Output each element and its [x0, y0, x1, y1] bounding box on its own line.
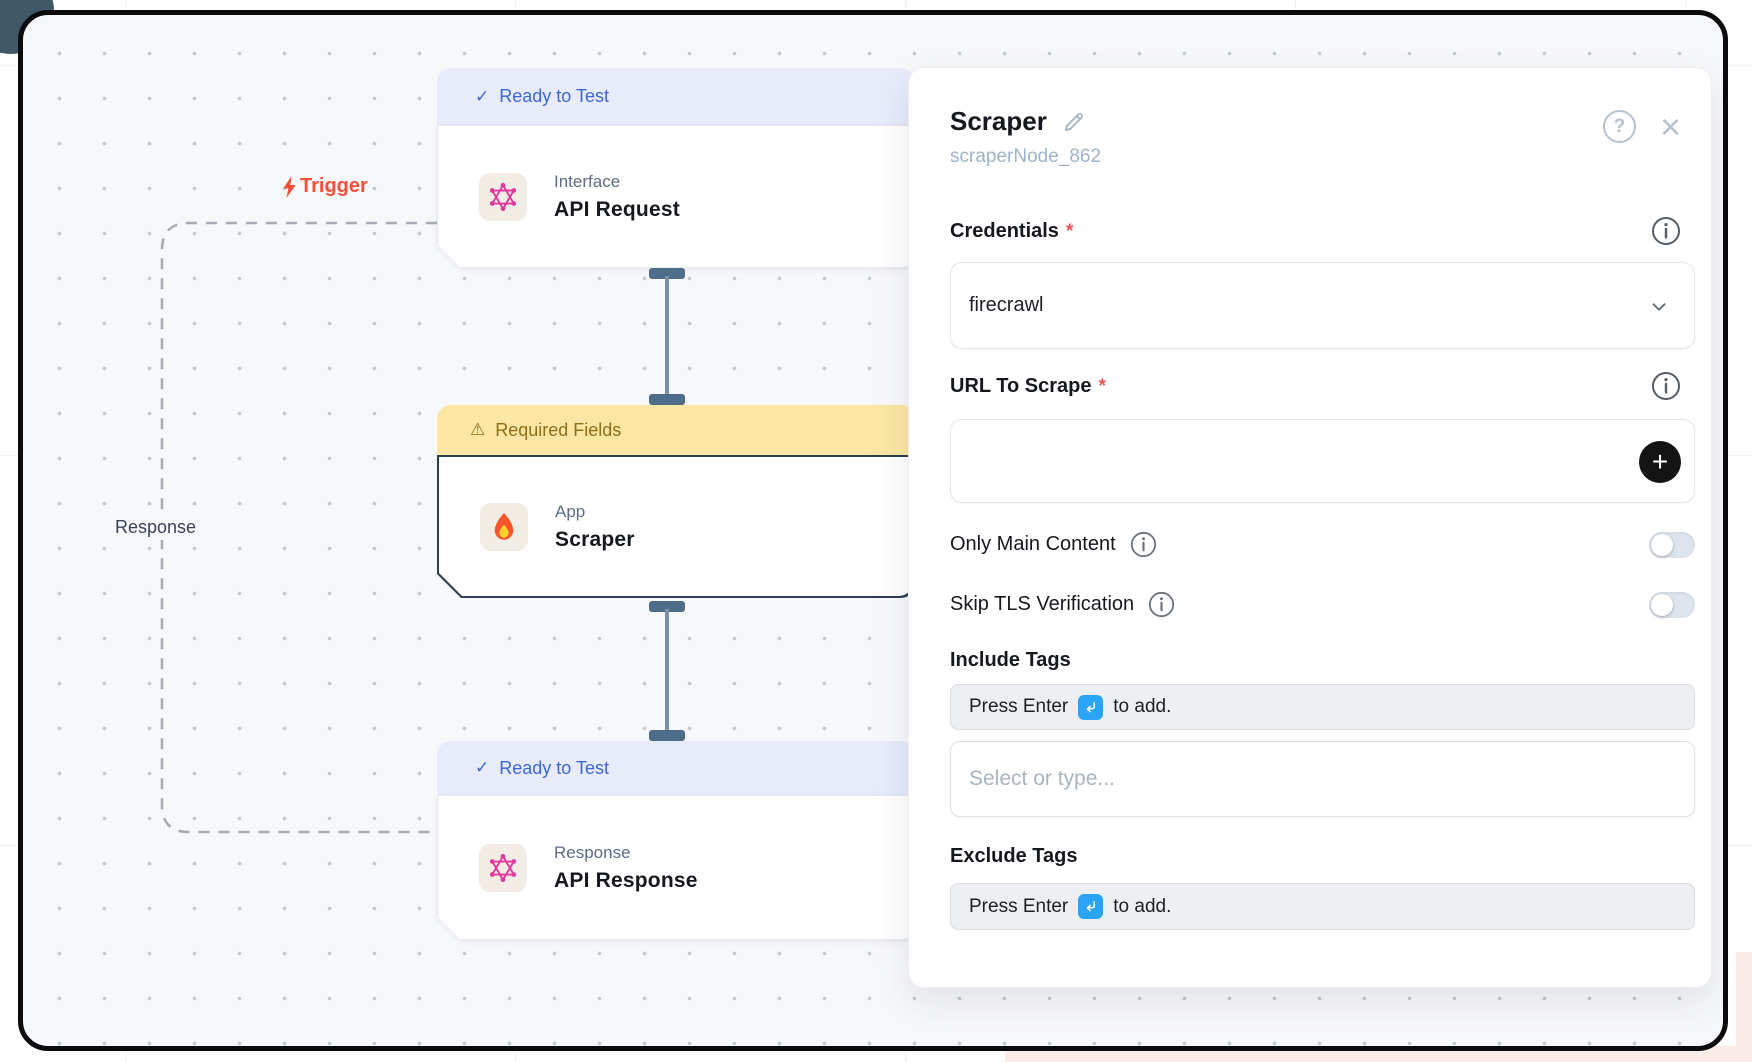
node-title: API Request	[554, 197, 680, 221]
graphql-icon	[488, 853, 518, 883]
connector-cap	[649, 268, 685, 279]
required-mark: *	[1065, 220, 1074, 242]
connector-line	[665, 609, 669, 730]
workflow-canvas[interactable]: Trigger Response ✓ Ready to Test	[18, 10, 1728, 1051]
graphql-icon	[488, 182, 518, 212]
only-main-content-label: Only Main Content	[950, 533, 1116, 555]
connector-cap	[649, 730, 685, 741]
background-tint	[1736, 952, 1752, 1062]
only-main-content-toggle[interactable]	[1649, 531, 1695, 558]
credentials-label: Credentials*	[950, 219, 1074, 242]
node-title: API Response	[554, 868, 698, 892]
node-status-badge: ✓ Ready to Test	[437, 68, 915, 125]
node-icon-tile	[479, 844, 527, 892]
help-icon[interactable]: ?	[1602, 110, 1636, 143]
node-title: Scraper	[555, 527, 635, 551]
include-tags-label: Include Tags	[950, 649, 1071, 671]
node-type-label: Interface	[554, 171, 621, 191]
chevron-down-icon	[1652, 303, 1666, 311]
connector-cap	[649, 394, 685, 405]
exclude-tags-hint[interactable]: Press Enter to add.	[950, 883, 1695, 930]
node-icon-tile	[480, 503, 528, 551]
check-icon: ✓	[475, 86, 490, 106]
info-icon[interactable]	[1148, 591, 1175, 618]
include-tags-hint[interactable]: Press Enter to add.	[950, 684, 1695, 730]
exclude-tags-label: Exclude Tags	[950, 845, 1078, 867]
connector-cap	[649, 601, 685, 612]
enter-key-icon	[1078, 694, 1104, 720]
skip-tls-verification-toggle[interactable]	[1649, 591, 1695, 618]
trigger-label: Trigger	[281, 175, 368, 198]
lightning-bolt-icon	[283, 175, 296, 198]
node-api-response[interactable]: Response API Response	[437, 795, 915, 940]
credentials-select[interactable]: firecrawl	[950, 262, 1695, 349]
node-id-label: scraperNode_862	[950, 146, 1102, 167]
url-to-scrape-label: URL To Scrape*	[950, 374, 1106, 397]
node-type-label: Response	[554, 842, 631, 862]
node-properties-panel: Scraper scraperNode_862 ? × Credentials*	[908, 67, 1712, 988]
response-label: Response	[105, 515, 207, 540]
node-scraper[interactable]: App Scraper	[437, 455, 915, 598]
include-tags-input[interactable]	[950, 741, 1695, 817]
credentials-value: firecrawl	[969, 294, 1044, 316]
add-variable-button[interactable]: +	[1639, 441, 1681, 483]
info-icon[interactable]	[1130, 531, 1157, 558]
node-icon-tile	[479, 173, 527, 221]
warning-icon: ⚠	[470, 420, 486, 439]
node-status-badge: ✓ Ready to Test	[437, 741, 915, 795]
node-api-request[interactable]: Interface API Request	[437, 125, 915, 268]
node-type-label: App	[555, 501, 586, 521]
url-to-scrape-input[interactable]: +	[950, 419, 1695, 503]
connector-line	[665, 276, 669, 396]
required-mark: *	[1098, 375, 1106, 397]
check-icon: ✓	[475, 758, 490, 777]
info-icon[interactable]	[1651, 371, 1681, 401]
enter-key-icon	[1078, 894, 1104, 919]
skip-tls-verification-label: Skip TLS Verification	[950, 593, 1135, 615]
panel-title: Scraper	[950, 106, 1047, 136]
edit-pencil-icon[interactable]	[1061, 109, 1087, 135]
info-icon[interactable]	[1651, 216, 1681, 246]
close-icon[interactable]: ×	[1659, 105, 1681, 147]
fire-icon	[490, 512, 518, 542]
node-status-badge: ⚠ Required Fields	[437, 405, 915, 455]
